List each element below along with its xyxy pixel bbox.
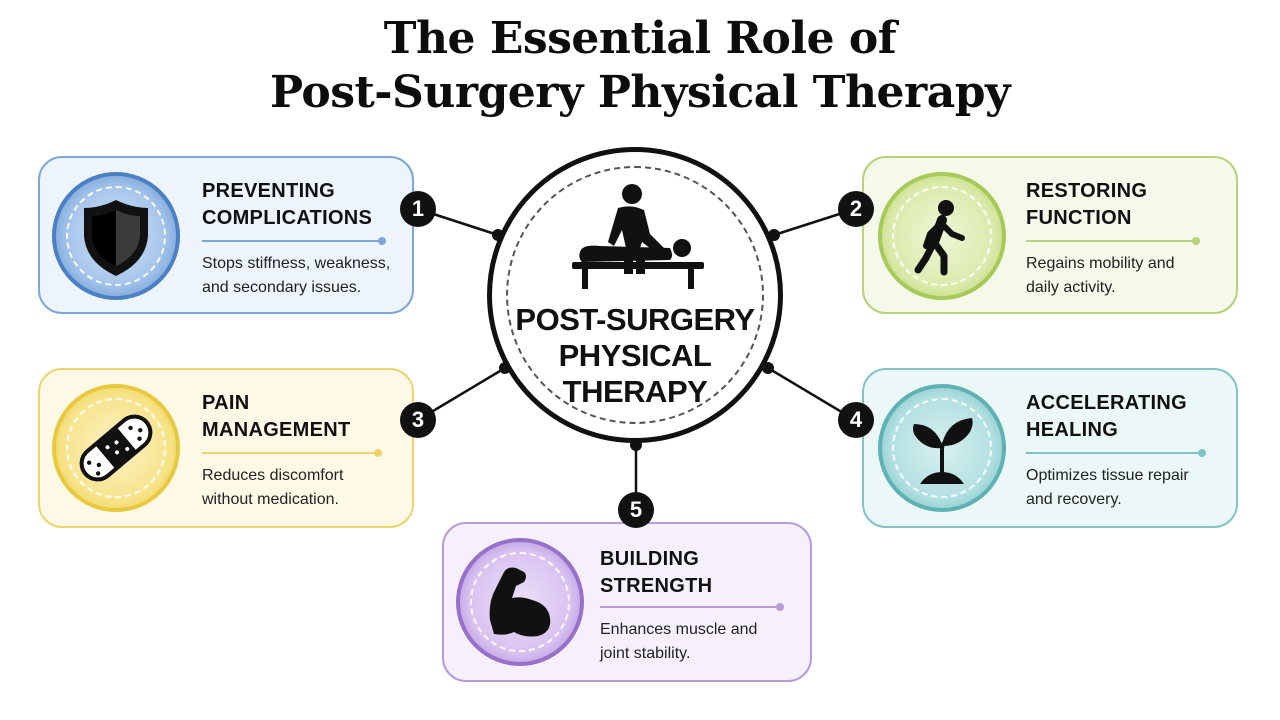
card-heading: RESTORING FUNCTION [1026, 178, 1147, 232]
card-heading-line: FUNCTION [1026, 207, 1132, 229]
step-badge-3: 3 [400, 402, 436, 438]
flexed-arm-icon [489, 567, 551, 637]
step-badge-4: 4 [838, 402, 874, 438]
card-description: Stops stiffness, weakness, and secondary… [202, 252, 390, 300]
card-divider [202, 449, 382, 457]
central-hub: POST-SURGERY PHYSICAL THERAPY [487, 147, 783, 443]
card-heading-line: PREVENTING [202, 180, 336, 202]
card-heading-line: ACCELERATING [1026, 392, 1188, 414]
card-description: Optimizes tissue repair and recovery. [1026, 464, 1189, 512]
card-divider [600, 603, 784, 611]
card-heading: ACCELERATING HEALING [1026, 390, 1187, 444]
hub-dashed-ring [506, 166, 764, 424]
card-pain-management: PAIN MANAGEMENT Reduces discomfort witho… [38, 368, 414, 528]
card-heading-line: RESTORING [1026, 180, 1148, 202]
card-icon-badge [52, 172, 180, 300]
card-accelerating-healing: ACCELERATING HEALING Optimizes tissue re… [862, 368, 1238, 528]
card-divider [1026, 449, 1206, 457]
card-heading: BUILDING STRENGTH [600, 546, 712, 600]
card-description: Reduces discomfort without medication. [202, 464, 343, 512]
hub-label-line: THERAPY [562, 374, 708, 409]
card-description-line: Regains mobility and [1026, 255, 1175, 272]
title-line-2: Post-Surgery Physical Therapy [269, 67, 1011, 118]
card-description-line: Stops stiffness, weakness, [202, 255, 391, 272]
card-description-line: daily activity. [1026, 279, 1116, 296]
card-description-line: Reduces discomfort [202, 467, 344, 484]
card-icon-badge [456, 538, 584, 666]
card-description-line: joint stability. [600, 645, 691, 662]
card-description: Enhances muscle and joint stability. [600, 618, 757, 666]
card-description-line: without medication. [202, 491, 339, 508]
card-icon-badge [52, 384, 180, 512]
card-description-line: and secondary issues. [202, 279, 362, 296]
therapist-treating-patient-icon [572, 184, 704, 289]
card-heading-line: PAIN [202, 392, 250, 414]
card-heading-line: COMPLICATIONS [202, 207, 373, 229]
sprout-icon [913, 418, 973, 484]
bandage-icon [79, 414, 153, 482]
card-icon-badge [878, 384, 1006, 512]
card-building-strength: BUILDING STRENGTH Enhances muscle and jo… [442, 522, 812, 682]
card-description-line: Enhances muscle and [600, 621, 758, 638]
title-line-1: The Essential Role of [383, 13, 897, 64]
card-divider [1026, 237, 1200, 245]
step-badge-5: 5 [618, 492, 654, 528]
card-description-line: and recovery. [1026, 491, 1122, 508]
card-restoring-function: RESTORING FUNCTION Regains mobility and … [862, 156, 1238, 314]
hub-label-line: POST-SURGERY [515, 302, 755, 337]
card-description: Regains mobility and daily activity. [1026, 252, 1175, 300]
card-heading-line: MANAGEMENT [202, 419, 351, 441]
card-heading: PREVENTING COMPLICATIONS [202, 178, 372, 232]
card-description-line: Optimizes tissue repair [1026, 467, 1189, 484]
card-preventing-complications: PREVENTING COMPLICATIONS Stops stiffness… [38, 156, 414, 314]
step-badge-2: 2 [838, 191, 874, 227]
hub-label-line: PHYSICAL [558, 338, 712, 373]
card-heading-line: BUILDING [600, 548, 700, 570]
card-heading-line: HEALING [1026, 419, 1119, 441]
card-icon-badge [878, 172, 1006, 300]
card-divider [202, 237, 386, 245]
walking-person-icon [914, 200, 965, 276]
hub-label: POST-SURGERY PHYSICAL THERAPY [492, 302, 778, 410]
card-heading: PAIN MANAGEMENT [202, 390, 351, 444]
card-heading-line: STRENGTH [600, 575, 713, 597]
step-badge-1: 1 [400, 191, 436, 227]
shield-icon [84, 200, 148, 276]
